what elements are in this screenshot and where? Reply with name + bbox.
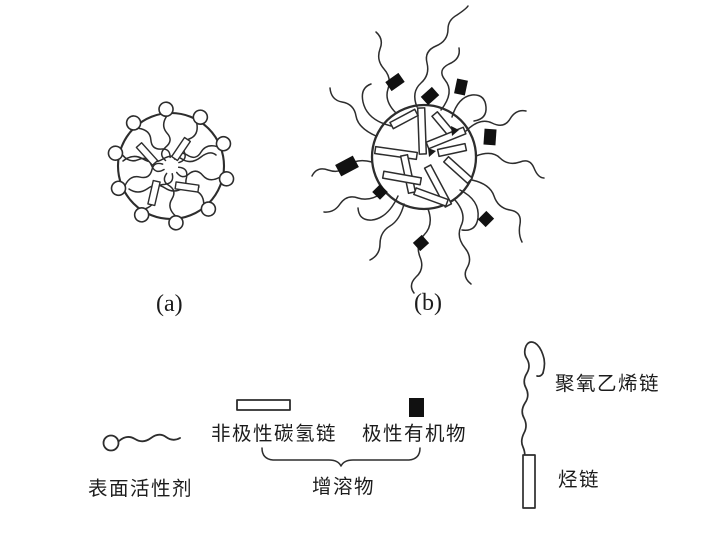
polyoxyethylene-chain-icon [451,94,487,122]
surfactant-head-icon [158,101,174,118]
polyoxyethylene-chain-hook [536,372,544,378]
surfactant-unit [163,172,184,231]
polar-organic-icon [412,234,430,252]
polyoxyethylene-chain-icon [329,87,377,137]
polar-organic-icon [454,78,468,96]
micelle-b [311,5,545,294]
surfactant-tail-icon [118,433,181,443]
surfactant-tail-icon [175,170,221,181]
polyoxyethylene-chain-icon [459,189,479,231]
micelle-a-nonpolar-bars [135,136,200,207]
polyoxyethylene-chain-icon [465,109,527,132]
nonpolar-chain-icon [236,399,291,411]
polar-organic-icon [483,128,497,146]
hydrocarbon-chain-icon [436,142,468,158]
polyoxyethylene-chain-icon [323,191,385,213]
legend-surfactant-label: 表面活性剂 [88,479,194,500]
surfactant-head-icon [168,214,184,231]
surfactant-unit [173,135,232,160]
surfactant-unit [110,162,164,197]
hydrocarbon-chain-icon [389,108,419,130]
surfactant-head-icon [125,115,142,131]
micelle-b-shadow-wedges [428,126,459,157]
surfactant-unit [125,115,171,159]
hydrocarbon-chain-icon [443,155,473,185]
nonpolar-chain-icon [135,142,159,166]
legend-hydrocarbon-chain-label: 烃链 [558,470,601,491]
micelle-a [107,101,235,231]
hydrocarbon-chain-icon [522,454,536,509]
micelle-a-surfactants [107,101,235,231]
nonpolar-chain-icon [170,136,192,162]
legend-icons [102,341,546,509]
polyoxyethylene-chain-icon [440,47,461,111]
micelle-b-polar-organics [335,72,497,252]
polyoxyethylene-chain-icon [520,341,546,461]
micelle-b-corona-chains [311,5,545,294]
micelle-b-core-circle [370,103,478,211]
hydrocarbon-chain-icon [381,170,423,186]
micelle-b-hydrocarbon-bars [373,107,473,208]
surfactant-tail-icon [124,162,164,187]
polar-organic-icon [372,184,388,200]
surfactant-tail-icon [137,127,171,159]
hydrocarbon-chain-icon [413,187,449,207]
polyoxyethylene-chain-icon [454,199,472,285]
legend-polar-organic-label: 极性有机物 [362,424,468,445]
polyoxyethylene-chain-icon [375,31,397,114]
polar-organic-icon [409,398,424,417]
polyoxyethylene-chain-icon [410,208,431,294]
legend-solubilizate-label: 增溶物 [312,477,376,498]
hydrocarbon-chain-icon [373,145,419,161]
surfactant-head-icon [102,434,120,452]
polyoxyethylene-chain-icon [369,203,405,261]
solubilizate-brace [261,447,421,467]
legend-polyoxyethylene-chain-label: 聚氧乙烯链 [555,374,661,395]
surfactant-head-icon [200,201,217,217]
surfactant-head-icon [110,180,127,197]
surfactant-tail-icon [160,115,171,162]
panel-a-label: (a) [156,291,183,317]
polyoxyethylene-chain-icon [471,179,523,243]
hydrocarbon-chain-icon [423,164,453,208]
polar-organic-icon [420,86,440,106]
surfactant-head-icon [192,109,209,125]
surfactant-tail-icon [163,172,177,217]
surfactant-head-icon [215,135,232,152]
hydrocarbon-chain-icon [416,107,428,155]
polar-organic-icon [385,72,405,92]
surfactant-unit [158,101,174,162]
polyoxyethylene-chain-icon [475,152,545,179]
polyoxyethylene-chain-icon [414,5,469,108]
panel-b-label: (b) [414,290,442,316]
polyoxyethylene-chain-icon [361,83,392,127]
polar-organic-icon [335,155,359,177]
nonpolar-chain-icon [147,179,161,207]
surfactant-unit [175,170,235,187]
polyoxyethylene-chain-icon [357,195,399,221]
legend-nonpolar-chain-label: 非极性碳氢链 [211,424,338,445]
polar-organic-icon [477,210,495,228]
nonpolar-chain-icon [174,181,200,193]
